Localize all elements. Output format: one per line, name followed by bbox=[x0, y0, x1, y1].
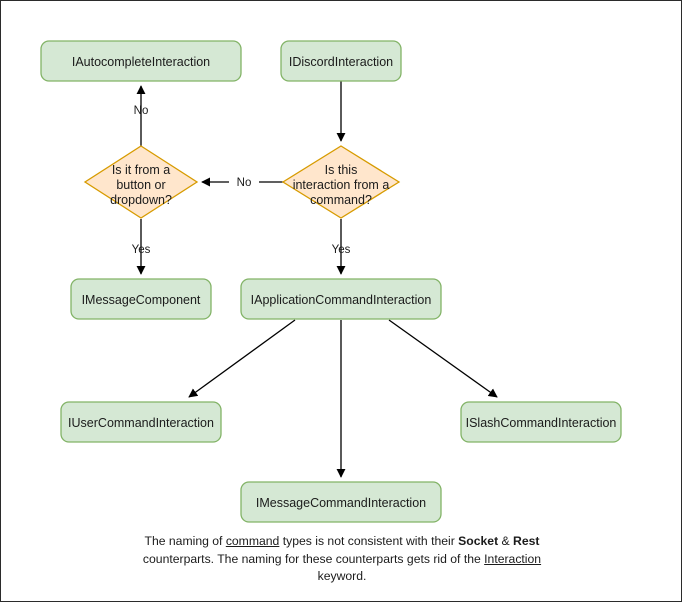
caption-ampersand: & bbox=[498, 534, 514, 548]
diagram-caption: The naming of command types is not consi… bbox=[142, 533, 542, 586]
caption-line-1-part-a: The naming of bbox=[144, 534, 226, 548]
node-label-user-command-interaction: IUserCommandInteraction bbox=[68, 416, 214, 430]
decision-button-line-3: dropdown? bbox=[110, 193, 172, 207]
node-label-discord-interaction: IDiscordInteraction bbox=[289, 55, 393, 69]
node-decision-from-command[interactable]: Is this interaction from a command? bbox=[281, 145, 401, 219]
edge-label-yes-to-message-component: Yes bbox=[132, 244, 151, 256]
decision-command-line-1: Is this bbox=[325, 163, 358, 177]
node-discord-interaction[interactable]: IDiscordInteraction bbox=[280, 40, 402, 82]
decision-command-line-2: interaction from a bbox=[293, 178, 390, 192]
node-slash-command-interaction[interactable]: ISlashCommandInteraction bbox=[460, 401, 622, 443]
decision-button-line-1: Is it from a bbox=[112, 163, 170, 177]
node-decision-button-or-dropdown[interactable]: Is it from a button or dropdown? bbox=[83, 145, 199, 219]
edge-label-no-to-autocomplete: No bbox=[134, 105, 149, 117]
node-autocomplete-interaction[interactable]: IAutocompleteInteraction bbox=[40, 40, 242, 82]
node-label-autocomplete-interaction: IAutocompleteInteraction bbox=[72, 55, 210, 69]
edge-decision-command-to-application-command: Yes bbox=[332, 219, 351, 275]
caption-line-3-part-a: counterparts gets rid of the bbox=[335, 551, 485, 566]
caption-underline-command: command bbox=[225, 534, 280, 548]
edge-application-command-to-user-command bbox=[188, 319, 296, 398]
caption-bold-socket: Socket bbox=[458, 534, 499, 548]
node-label-message-component: IMessageComponent bbox=[82, 293, 201, 307]
node-message-command-interaction[interactable]: IMessageCommandInteraction bbox=[240, 481, 442, 523]
edge-decision-button-to-message-component: Yes bbox=[132, 219, 151, 275]
caption-line-3-part-b: keyword. bbox=[317, 569, 367, 583]
caption-underline-interaction: Interaction bbox=[484, 551, 542, 566]
node-label-message-command-interaction: IMessageCommandInteraction bbox=[256, 496, 426, 510]
caption-line-1-part-b: types is not consistent with their bbox=[279, 534, 455, 548]
node-message-component[interactable]: IMessageComponent bbox=[70, 278, 212, 320]
node-user-command-interaction[interactable]: IUserCommandInteraction bbox=[60, 401, 222, 443]
decision-command-line-3: command? bbox=[310, 193, 372, 207]
edge-label-yes-to-application-command: Yes bbox=[332, 244, 351, 256]
edge-decision-command-to-decision-button: No bbox=[201, 173, 286, 190]
decision-button-line-2: button or bbox=[116, 178, 165, 192]
caption-line-2-part-c: counterparts. The naming for these bbox=[142, 551, 333, 566]
node-application-command-interaction[interactable]: IApplicationCommandInteraction bbox=[240, 278, 442, 320]
caption-bold-rest: Rest bbox=[513, 534, 540, 548]
edge-application-command-to-slash-command bbox=[388, 319, 498, 398]
node-label-application-command-interaction: IApplicationCommandInteraction bbox=[251, 293, 432, 307]
edge-label-no-to-decision-button: No bbox=[237, 177, 252, 189]
node-label-slash-command-interaction: ISlashCommandInteraction bbox=[466, 416, 617, 430]
edge-decision-button-to-autocomplete: No bbox=[134, 85, 149, 146]
